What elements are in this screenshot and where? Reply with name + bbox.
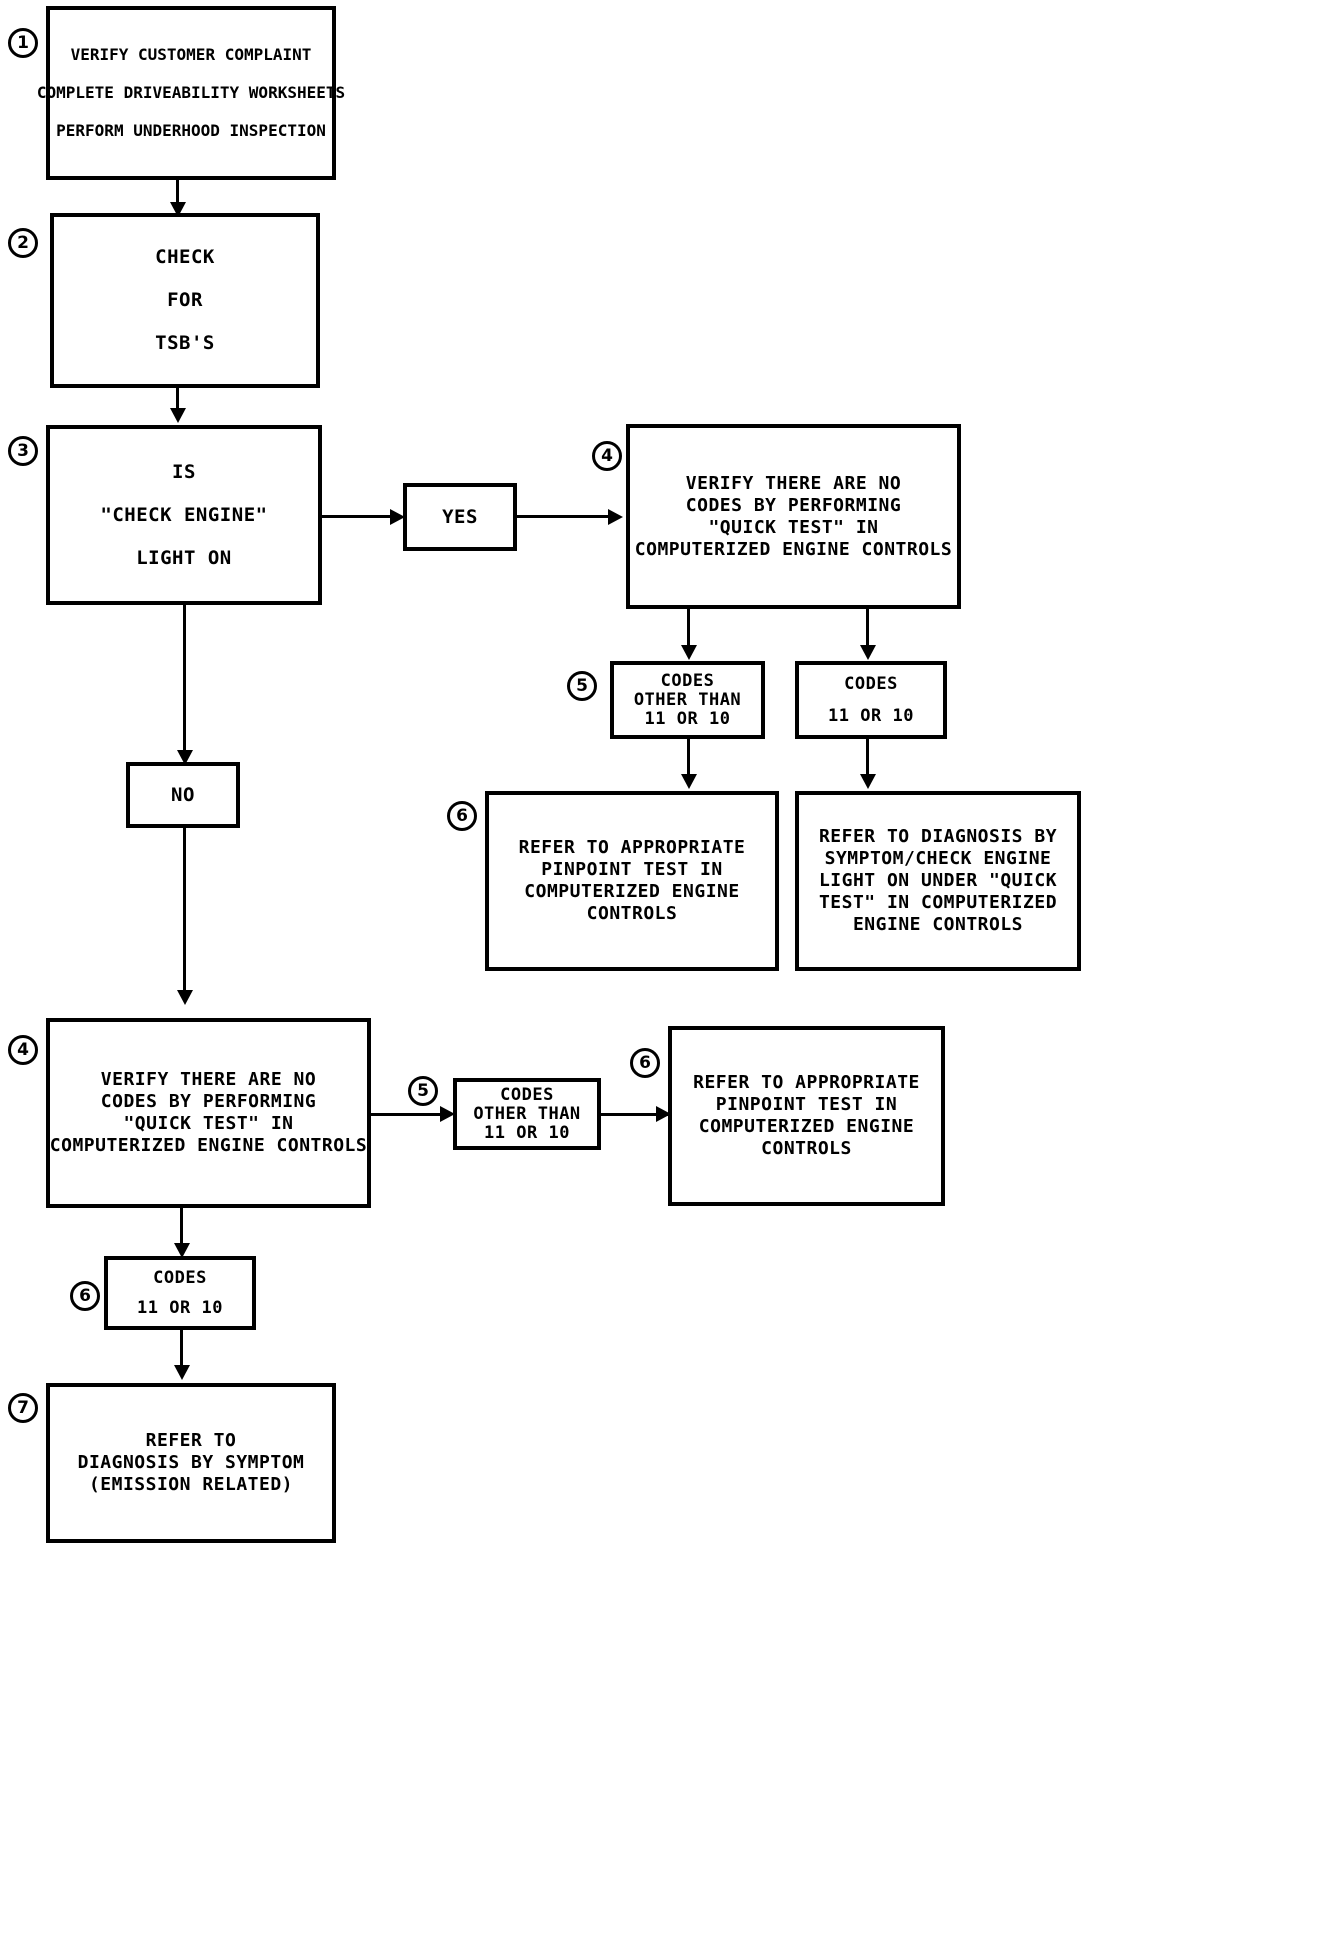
node-step6-bottom[interactable]: CODES 11 OR 10 bbox=[104, 1256, 256, 1330]
node-step6-right-line-0: REFER TO APPROPRIATE bbox=[693, 1072, 920, 1093]
node-step4-top[interactable]: VERIFY THERE ARE NO CODES BY PERFORMING … bbox=[626, 424, 961, 609]
node-step2[interactable]: CHECK FOR TSB'S bbox=[50, 213, 320, 388]
node-step5-bottom-line-0: CODES bbox=[500, 1084, 554, 1105]
node-refer-diagnosis-line-4: ENGINE CONTROLS bbox=[852, 914, 1024, 935]
node-step5-bottom[interactable]: CODES OTHER THAN 11 OR 10 bbox=[453, 1078, 601, 1150]
node-yes-label: YES bbox=[442, 505, 478, 528]
connector-yes-step4top bbox=[517, 515, 617, 518]
node-step4-bottom-line-0: VERIFY THERE ARE NO bbox=[100, 1069, 317, 1090]
node-step6-bottom-line-1: 11 OR 10 bbox=[137, 1297, 223, 1318]
node-step1-line-0: VERIFY CUSTOMER COMPLAINT bbox=[70, 45, 312, 64]
step-number-6-right: 6 bbox=[630, 1048, 660, 1078]
node-step7[interactable]: REFER TO DIAGNOSIS BY SYMPTOM (EMISSION … bbox=[46, 1383, 336, 1543]
arrowhead-step4bottom-step5bottom bbox=[440, 1106, 455, 1122]
node-step1-line-1: COMPLETE DRIVEABILITY WORKSHEETS bbox=[36, 83, 346, 102]
node-step6-right-line-2: COMPUTERIZED ENGINE bbox=[698, 1116, 915, 1137]
connector-codes1110-refer-diagnosis bbox=[866, 739, 869, 781]
node-step5-top-line-2: 11 OR 10 bbox=[644, 708, 731, 729]
node-step6-top-line-3: CONTROLS bbox=[586, 903, 678, 924]
node-refer-diagnosis-line-3: TEST" IN COMPUTERIZED bbox=[818, 892, 1058, 913]
connector-step4bottom-step5bottom bbox=[371, 1113, 451, 1116]
step-number-5-top: 5 bbox=[567, 671, 597, 701]
node-step5-bottom-line-1: OTHER THAN bbox=[473, 1103, 581, 1124]
node-step2-line-2: TSB'S bbox=[155, 332, 215, 354]
node-refer-diagnosis-line-1: SYMPTOM/CHECK ENGINE bbox=[824, 848, 1052, 869]
node-refer-diagnosis-symptom[interactable]: REFER TO DIAGNOSIS BY SYMPTOM/CHECK ENGI… bbox=[795, 791, 1081, 971]
node-step3-line-0: IS bbox=[172, 460, 196, 483]
node-step2-line-1: FOR bbox=[167, 289, 203, 311]
step-number-1: 1 bbox=[8, 28, 38, 58]
node-step6-right-line-3: CONTROLS bbox=[761, 1138, 852, 1159]
node-step6-bottom-line-0: CODES bbox=[153, 1267, 207, 1288]
node-step4-top-line-3: COMPUTERIZED ENGINE CONTROLS bbox=[634, 538, 953, 560]
node-codes-11-or-10-top-line-0: CODES bbox=[844, 673, 898, 694]
connector-step5bottom-step6right bbox=[601, 1113, 669, 1116]
node-step7-line-1: DIAGNOSIS BY SYMPTOM bbox=[77, 1452, 305, 1473]
arrowhead-step6bottom-step7 bbox=[174, 1365, 190, 1380]
step-number-6-top: 6 bbox=[447, 801, 477, 831]
arrowhead-step4bottom-step6bottom bbox=[174, 1243, 190, 1258]
connector-step1-step2 bbox=[176, 180, 179, 208]
arrowhead-step3-no bbox=[177, 750, 193, 765]
connector-step3-no bbox=[183, 605, 186, 757]
arrowhead-step2-step3 bbox=[170, 408, 186, 423]
step-number-4-bottom: 4 bbox=[8, 1035, 38, 1065]
arrowhead-step5top-step6top bbox=[681, 774, 697, 789]
node-step6-top-line-2: COMPUTERIZED ENGINE bbox=[524, 881, 740, 902]
node-step5-top[interactable]: CODES OTHER THAN 11 OR 10 bbox=[610, 661, 765, 739]
node-step3[interactable]: IS "CHECK ENGINE" LIGHT ON bbox=[46, 425, 322, 605]
node-refer-diagnosis-line-2: LIGHT ON UNDER "QUICK bbox=[818, 870, 1058, 891]
connector-step4bottom-step6bottom bbox=[180, 1208, 183, 1250]
node-step6-right[interactable]: REFER TO APPROPRIATE PINPOINT TEST IN CO… bbox=[668, 1026, 945, 1206]
node-step6-top-line-1: PINPOINT TEST IN bbox=[541, 859, 723, 880]
connector-no-step4bottom bbox=[183, 828, 186, 996]
step-number-4-top: 4 bbox=[592, 441, 622, 471]
step-number-6-bottom: 6 bbox=[70, 1281, 100, 1311]
node-step4-top-line-0: VERIFY THERE ARE NO bbox=[685, 472, 902, 494]
node-step7-line-2: (EMISSION RELATED) bbox=[88, 1474, 294, 1495]
node-step3-line-2: LIGHT ON bbox=[136, 546, 232, 569]
node-step4-bottom-line-1: CODES BY PERFORMING bbox=[100, 1091, 317, 1112]
connector-step3-yes bbox=[322, 515, 400, 518]
arrowhead-step5bottom-step6right bbox=[656, 1106, 671, 1122]
connector-step4top-step5top bbox=[687, 609, 690, 651]
node-step5-bottom-line-2: 11 OR 10 bbox=[484, 1122, 570, 1143]
step-number-7: 7 bbox=[8, 1393, 38, 1423]
node-step5-top-line-0: CODES bbox=[660, 670, 715, 691]
node-step2-line-0: CHECK bbox=[155, 246, 215, 268]
node-step1-line-2: PERFORM UNDERHOOD INSPECTION bbox=[56, 121, 326, 140]
node-step7-line-0: REFER TO bbox=[145, 1430, 237, 1451]
connector-step4top-codes1110 bbox=[866, 609, 869, 651]
node-refer-diagnosis-line-0: REFER TO DIAGNOSIS BY bbox=[818, 826, 1058, 847]
arrowhead-step4top-step5top bbox=[681, 645, 697, 660]
node-step4-bottom-line-2: "QUICK TEST" IN bbox=[123, 1113, 294, 1134]
node-no-label: NO bbox=[171, 783, 195, 806]
arrowhead-step3-yes bbox=[390, 509, 405, 525]
step-number-3: 3 bbox=[8, 436, 38, 466]
node-step6-top[interactable]: REFER TO APPROPRIATE PINPOINT TEST IN CO… bbox=[485, 791, 779, 971]
node-yes[interactable]: YES bbox=[403, 483, 517, 551]
connector-step6bottom-step7 bbox=[180, 1330, 183, 1372]
arrowhead-yes-step4top bbox=[608, 509, 623, 525]
node-codes-11-or-10-top-line-1: 11 OR 10 bbox=[828, 705, 914, 726]
node-step5-top-line-1: OTHER THAN bbox=[633, 689, 742, 710]
connector-step5top-step6top bbox=[687, 739, 690, 781]
connector-step2-step3 bbox=[176, 388, 179, 414]
arrowhead-codes1110-refer-diagnosis bbox=[860, 774, 876, 789]
node-step4-top-line-2: "QUICK TEST" IN bbox=[708, 516, 879, 538]
arrowhead-no-step4bottom bbox=[177, 990, 193, 1005]
node-step4-top-line-1: CODES BY PERFORMING bbox=[685, 494, 902, 516]
node-step6-top-line-0: REFER TO APPROPRIATE bbox=[518, 837, 746, 858]
step-number-5-bottom: 5 bbox=[408, 1076, 438, 1106]
step-number-2: 2 bbox=[8, 228, 38, 258]
node-step3-line-1: "CHECK ENGINE" bbox=[100, 503, 268, 526]
node-step6-right-line-1: PINPOINT TEST IN bbox=[715, 1094, 898, 1115]
node-step4-bottom[interactable]: VERIFY THERE ARE NO CODES BY PERFORMING … bbox=[46, 1018, 371, 1208]
node-no[interactable]: NO bbox=[126, 762, 240, 828]
arrowhead-step4top-codes1110 bbox=[860, 645, 876, 660]
node-codes-11-or-10-top[interactable]: CODES 11 OR 10 bbox=[795, 661, 947, 739]
node-step4-bottom-line-3: COMPUTERIZED ENGINE CONTROLS bbox=[49, 1135, 368, 1156]
node-step1[interactable]: VERIFY CUSTOMER COMPLAINT COMPLETE DRIVE… bbox=[37, 6, 345, 180]
